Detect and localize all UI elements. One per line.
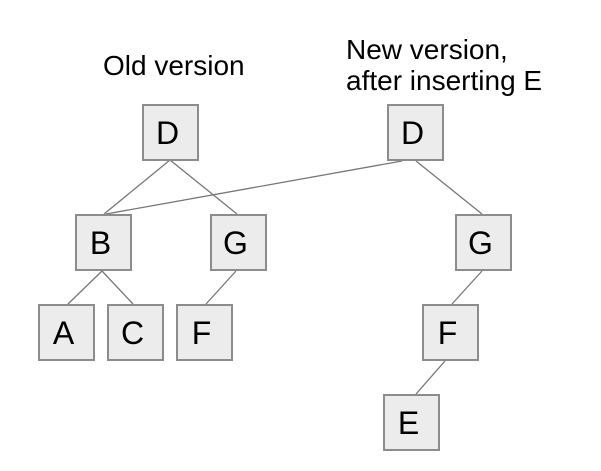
edge-old-d-b: [103, 159, 171, 215]
node-old-g-label: G: [223, 224, 248, 261]
node-old-d: D: [142, 104, 199, 161]
node-old-a: A: [38, 304, 95, 361]
node-old-b: B: [75, 214, 132, 271]
new-version-title-line1: New version,: [346, 34, 508, 65]
node-new-f: F: [422, 304, 479, 361]
node-old-b-label: B: [89, 224, 112, 261]
edge-new-f-e: [415, 360, 446, 395]
edge-old-b-a: [67, 270, 103, 305]
node-new-d: D: [387, 104, 444, 161]
new-version-title: New version, after inserting E: [346, 34, 542, 96]
node-old-d-label: D: [155, 114, 180, 151]
edge-new-d-g: [415, 160, 483, 215]
node-new-e: E: [383, 394, 440, 451]
node-new-d-label: D: [400, 114, 425, 151]
node-old-g: G: [210, 214, 267, 271]
edge-new-g-f: [451, 270, 483, 305]
old-version-title: Old version: [103, 50, 245, 81]
node-new-g-label: G: [468, 224, 493, 261]
node-old-f: F: [176, 304, 233, 361]
node-old-c: C: [107, 304, 164, 361]
edge-old-b-c: [101, 270, 134, 305]
node-new-e-label: E: [397, 404, 420, 441]
edge-old-g-f: [205, 270, 237, 305]
node-old-a-label: A: [52, 314, 75, 351]
edge-shared-new-d-old-b: [105, 160, 403, 215]
node-old-f-label: F: [191, 314, 212, 351]
node-new-f-label: F: [437, 314, 458, 351]
node-old-c-label: C: [120, 314, 145, 351]
new-version-title-line2: after inserting E: [346, 65, 543, 96]
node-new-g: G: [455, 214, 512, 271]
edge-old-d-g: [169, 159, 238, 215]
